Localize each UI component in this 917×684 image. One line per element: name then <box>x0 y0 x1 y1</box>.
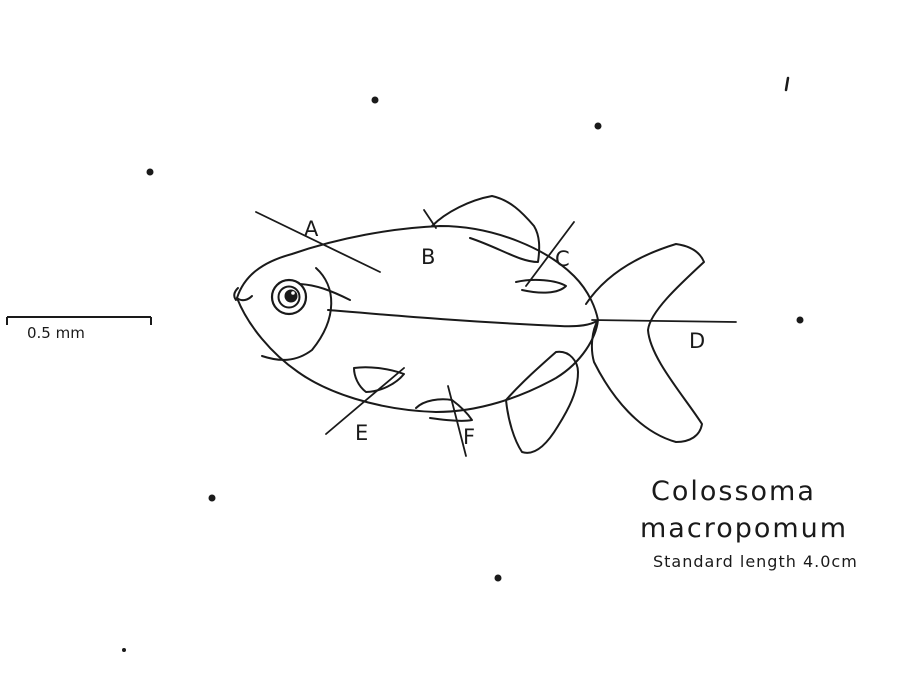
scale-drawing-c <box>529 14 719 250</box>
stray-dot <box>122 648 126 652</box>
scale-drawing-b <box>327 0 465 206</box>
fish-dorsal-fin <box>432 196 539 262</box>
scale-label-d: D <box>689 329 705 353</box>
leader-line-b <box>424 210 436 228</box>
scale-label-b: B <box>421 245 435 269</box>
fish-lateral-line <box>328 310 598 326</box>
stray-mark <box>786 78 788 90</box>
standard-length-caption: Standard length 4.0cm <box>653 552 858 571</box>
scale-label-f: F <box>463 425 475 449</box>
species-name-genus: Colossoma <box>651 476 816 507</box>
scale-label-e: E <box>355 421 368 445</box>
scale-label-a: A <box>304 217 319 241</box>
leader-line-d <box>592 320 736 322</box>
scale-bar-label: 0.5 mm <box>27 324 85 342</box>
scale-drawing-e <box>113 343 366 657</box>
fish-pelvic-fin <box>416 399 472 421</box>
scale-drawing-d <box>722 225 917 443</box>
scale-drawing-a <box>79 54 262 285</box>
fish-caudal-fin <box>586 244 704 442</box>
fish-eye <box>272 280 306 314</box>
fish-body <box>237 226 598 412</box>
leader-lines <box>256 210 736 456</box>
fish-adipose-fin <box>516 280 566 293</box>
fish-mouth <box>237 296 252 300</box>
scale-drawing-f <box>406 429 614 684</box>
species-name-epithet: macropomum <box>640 513 848 544</box>
scale-label-c: C <box>555 247 570 271</box>
